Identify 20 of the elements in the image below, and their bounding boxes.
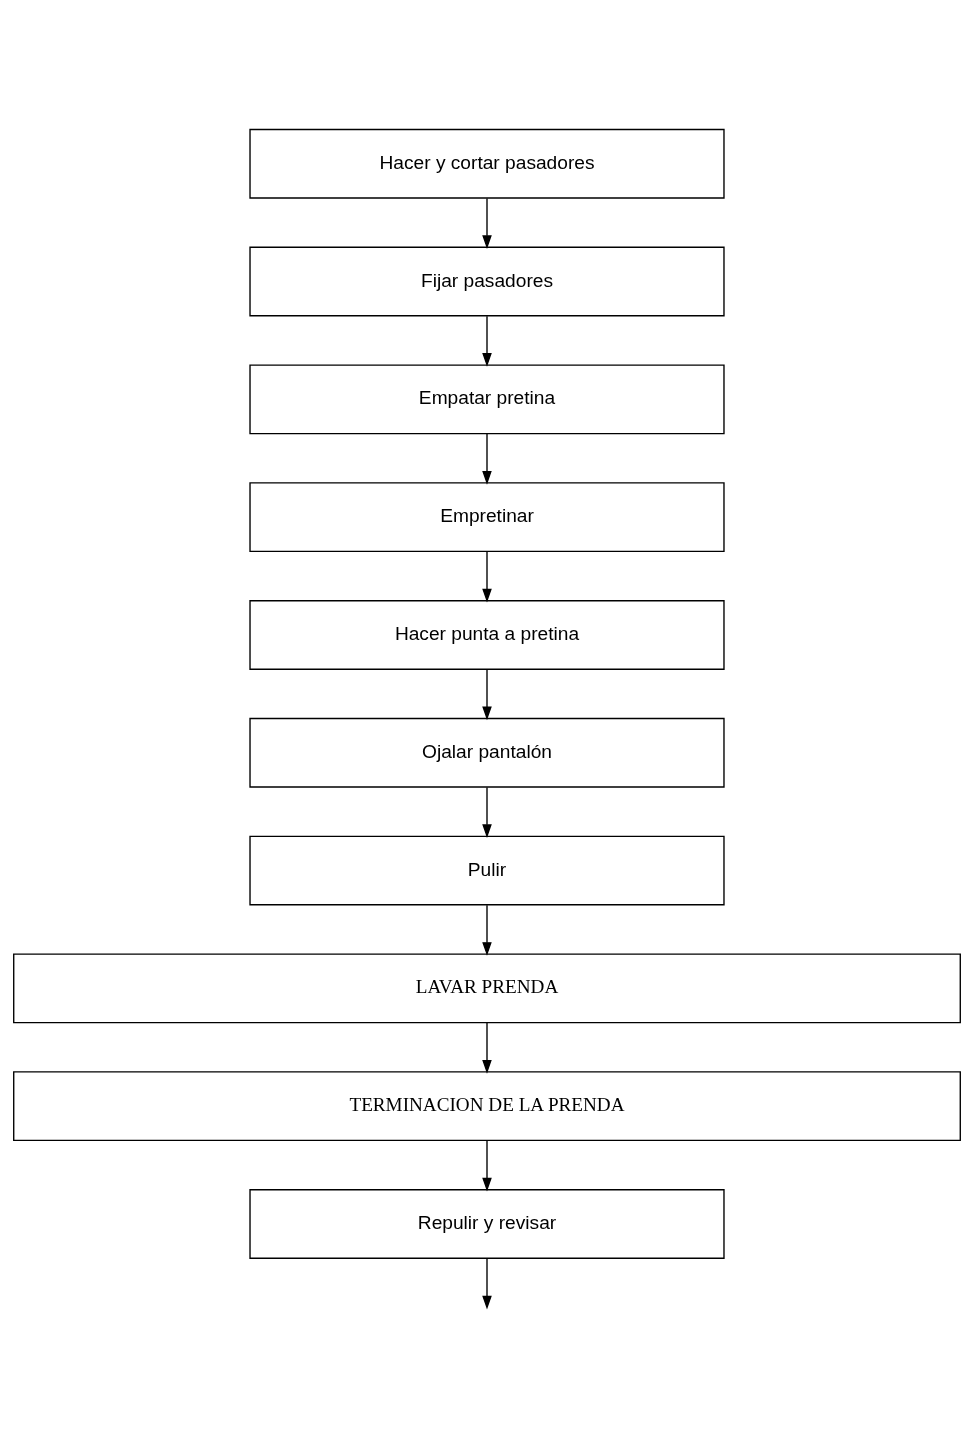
arrow xyxy=(482,904,492,956)
node-box: Empatar pretina xyxy=(249,363,725,434)
arrow xyxy=(482,315,492,367)
arrow xyxy=(482,668,492,720)
node-box: Empretinar xyxy=(249,481,725,552)
node-box: LAVAR PRENDA xyxy=(13,952,961,1023)
arrow xyxy=(482,432,492,485)
node-box: Hacer y cortar pasadores xyxy=(249,128,725,199)
node-box: Ojalar pantalón xyxy=(249,717,725,788)
node-box: Repulir y revisar xyxy=(249,1188,725,1259)
arrow xyxy=(482,1257,492,1310)
node-box: Pulir xyxy=(249,835,725,905)
node-box: Fijar pasadores xyxy=(249,246,725,316)
arrow xyxy=(482,197,492,249)
arrow xyxy=(482,1139,492,1191)
arrow xyxy=(482,550,492,602)
arrow xyxy=(482,786,492,838)
arrow xyxy=(482,1021,492,1074)
node-box: Hacer punta a pretina xyxy=(249,599,725,670)
node-box: TERMINACION DE LA PRENDA xyxy=(13,1070,961,1141)
